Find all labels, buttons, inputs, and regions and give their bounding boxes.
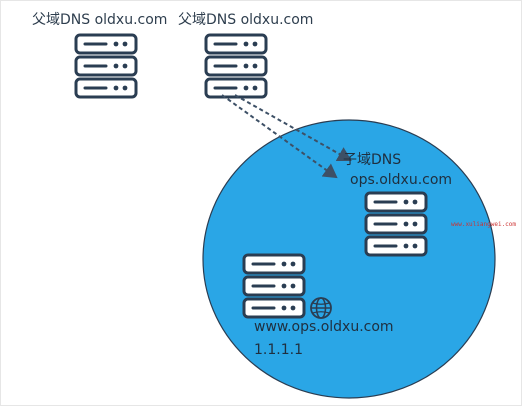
host-domain-label: www.ops.oldxu.com	[254, 319, 394, 335]
parent-dns-server-2	[204, 33, 268, 99]
parent-dns-server-1	[74, 33, 138, 99]
child-dns-server	[364, 191, 428, 257]
child-dns-title: 子域DNS	[343, 152, 402, 168]
www-host-server	[242, 253, 306, 319]
globe-icon	[310, 297, 332, 319]
host-ip-label: 1.1.1.1	[254, 342, 303, 358]
delegation-arrow-2	[221, 94, 338, 179]
parent-dns-label-1: 父域DNS oldxu.com	[32, 12, 168, 28]
child-domain-zone	[202, 119, 496, 399]
watermark: www.xuliangwei.com	[451, 221, 517, 228]
child-dns-domain: ops.oldxu.com	[350, 172, 453, 188]
parent-dns-label-2: 父域DNS oldxu.com	[178, 12, 314, 28]
delegation-arrow-1	[234, 94, 352, 162]
